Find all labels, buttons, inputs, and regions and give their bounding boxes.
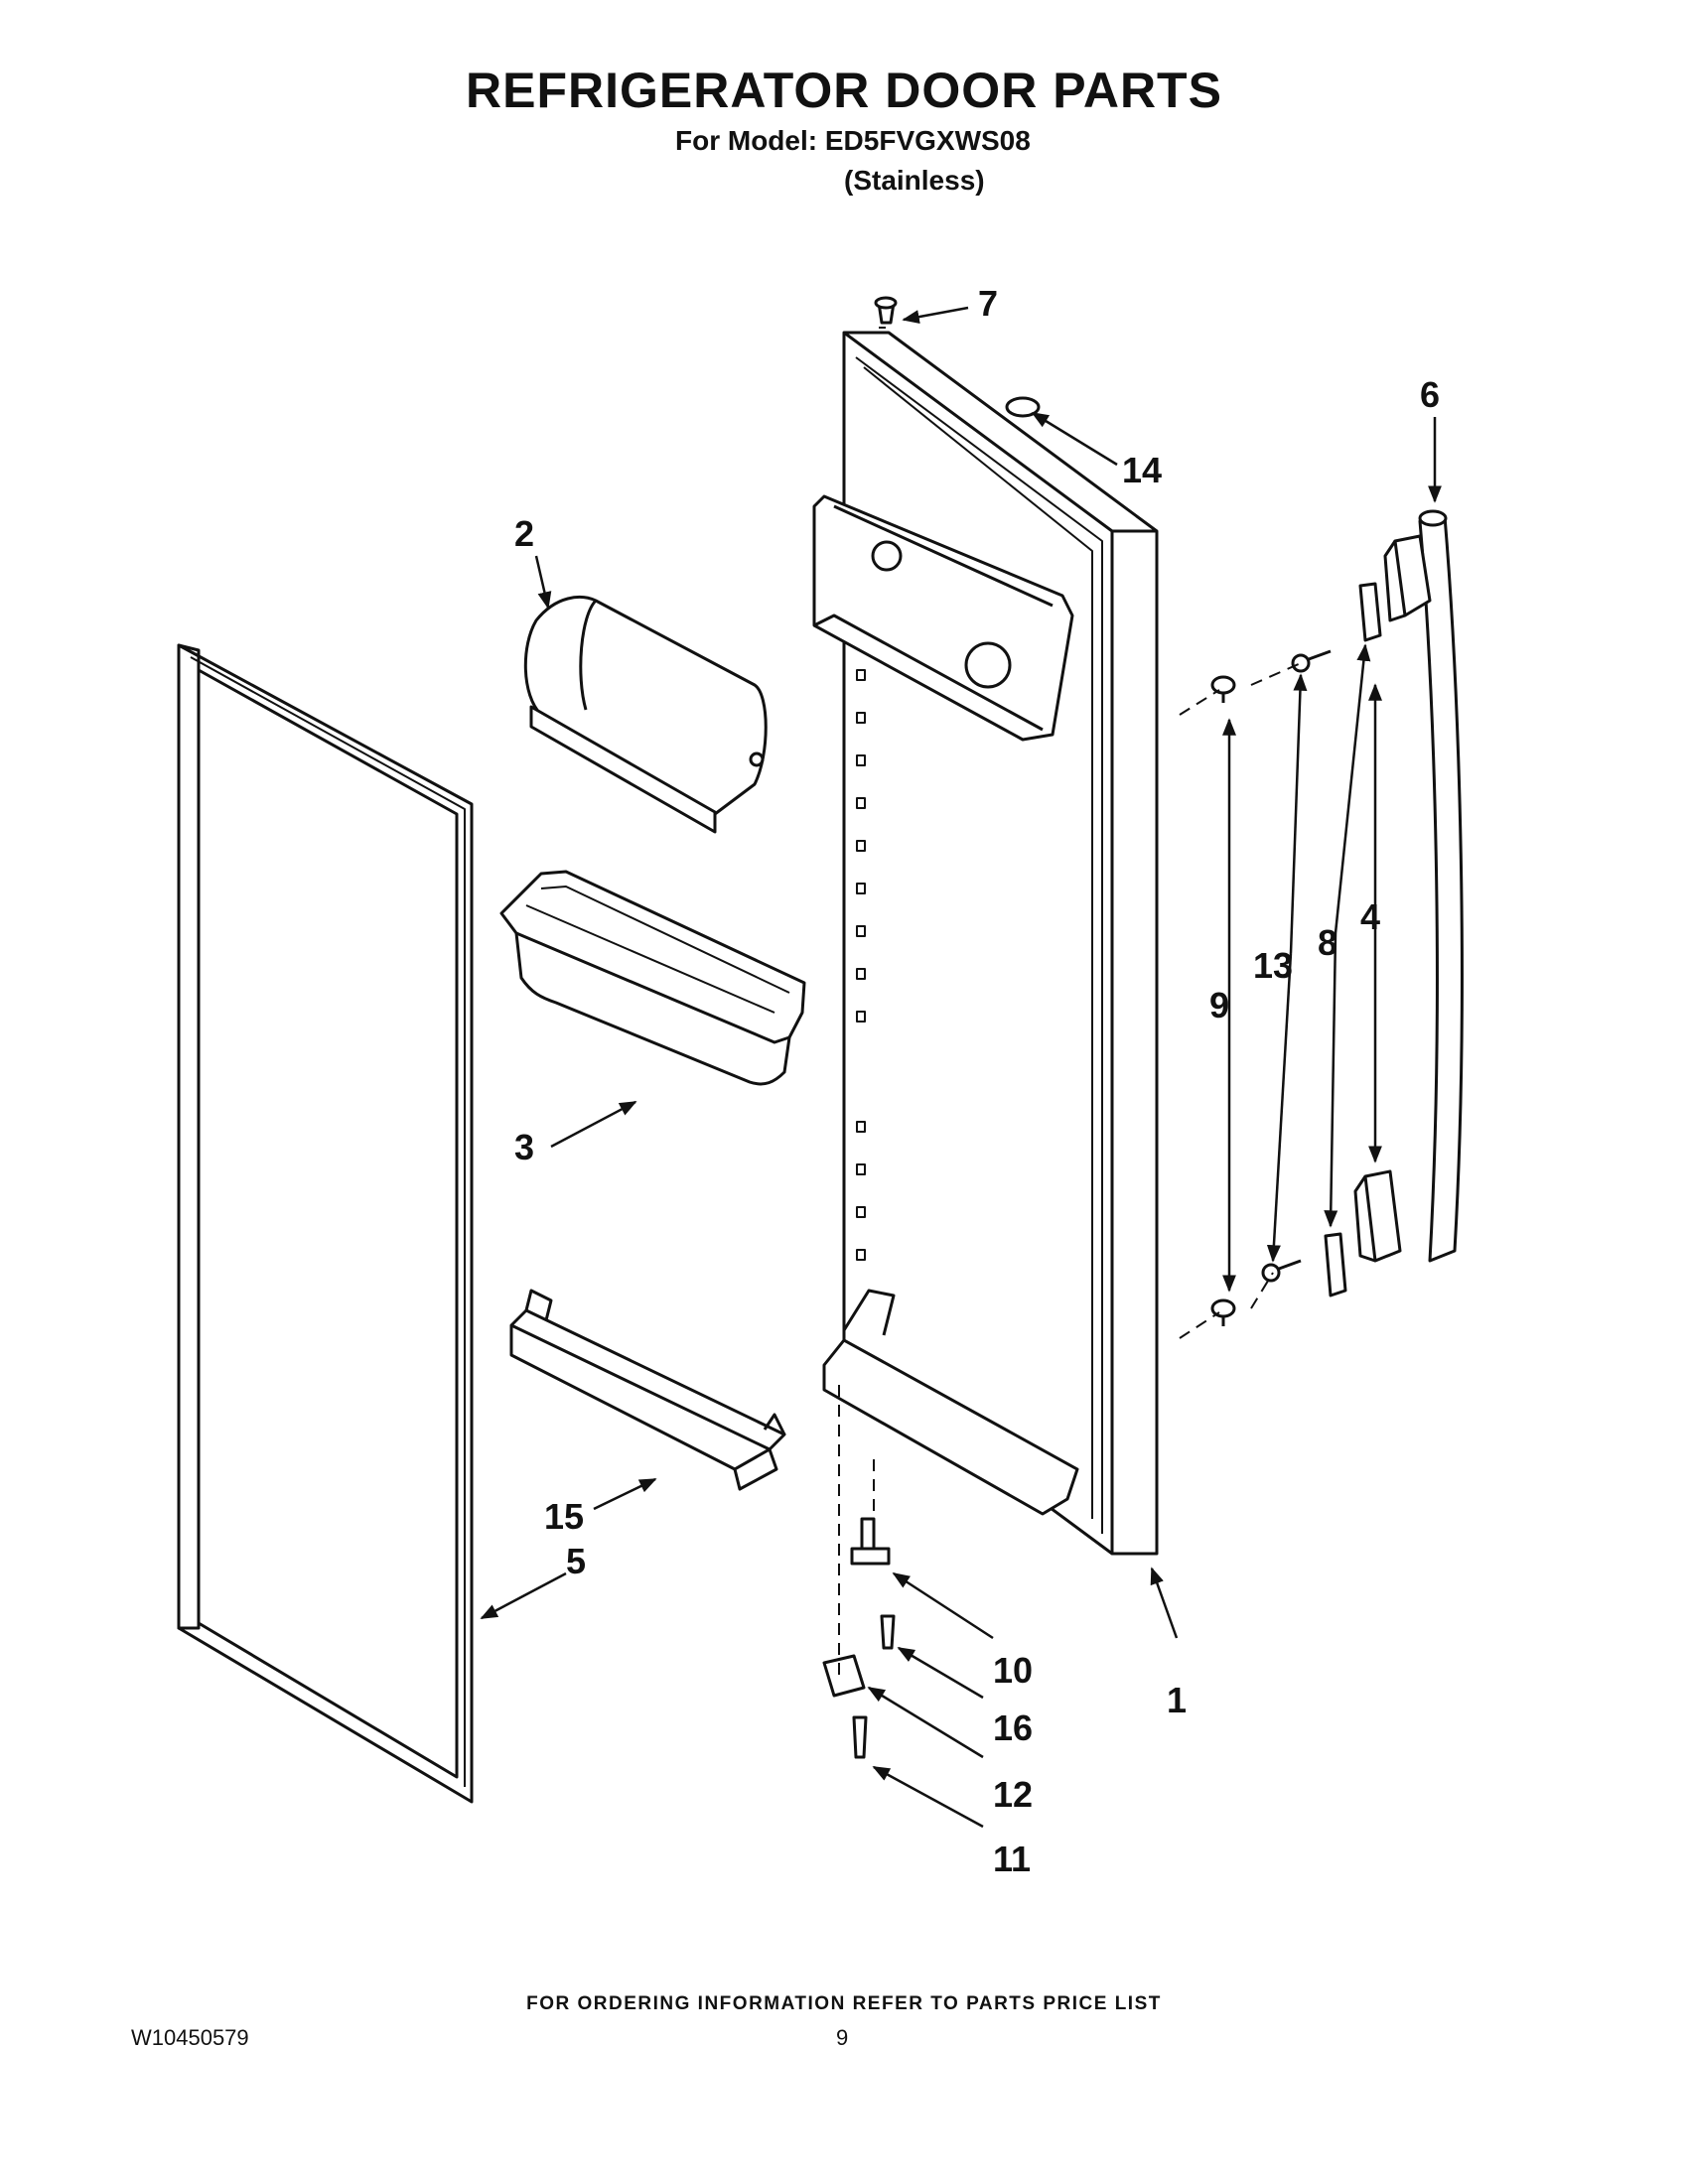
ordering-note: FOR ORDERING INFORMATION REFER TO PARTS … (526, 1993, 1162, 2014)
screw-top (1291, 649, 1332, 673)
page-number: 9 (836, 2025, 849, 2050)
plug-bottom (1210, 1298, 1236, 1326)
model-variant: (Stainless) (844, 165, 985, 196)
hinge-bracket (822, 1654, 866, 1698)
dairy-door (523, 596, 768, 834)
callout-3: 3 (514, 1127, 534, 1167)
document-number: W10450579 (131, 2025, 249, 2050)
handle-mount-bottom (1353, 1169, 1402, 1263)
callout-12: 12 (993, 1774, 1033, 1815)
door-gasket (177, 643, 474, 1804)
hinge-screw (880, 1614, 896, 1650)
callout-7: 7 (978, 283, 998, 324)
plug-top (1210, 675, 1236, 703)
bottom-screw (852, 1715, 868, 1759)
page-title: REFRIGERATOR DOOR PARTS (466, 63, 1222, 118)
handle-bracket-bottom (1324, 1232, 1347, 1297)
callout-8: 8 (1318, 922, 1337, 963)
plug-button (874, 296, 898, 325)
callout-16: 16 (993, 1707, 1033, 1748)
lower-rail (509, 1289, 786, 1491)
callout-6: 6 (1420, 374, 1440, 415)
screw-bottom (1261, 1259, 1302, 1283)
handle-mount-top (1383, 534, 1432, 622)
callout-14: 14 (1122, 450, 1162, 490)
callout-1: 1 (1167, 1680, 1187, 1720)
callout-15: 15 (544, 1496, 584, 1537)
door-bin (499, 870, 806, 1086)
ring-washer (1005, 396, 1041, 418)
callout-13: 13 (1253, 945, 1293, 986)
callout-11: 11 (993, 1839, 1031, 1879)
callout-10: 10 (993, 1650, 1033, 1691)
handle-bracket-top (1358, 582, 1382, 642)
door-handle (1418, 509, 1464, 1263)
callout-9: 9 (1209, 985, 1229, 1025)
callout-5: 5 (566, 1541, 586, 1581)
model-line: For Model: ED5FVGXWS08 (675, 125, 1031, 156)
callout-2: 2 (514, 513, 534, 554)
door-liner (812, 331, 1159, 1556)
callout-4: 4 (1360, 896, 1380, 937)
hinge-pin (850, 1517, 891, 1566)
